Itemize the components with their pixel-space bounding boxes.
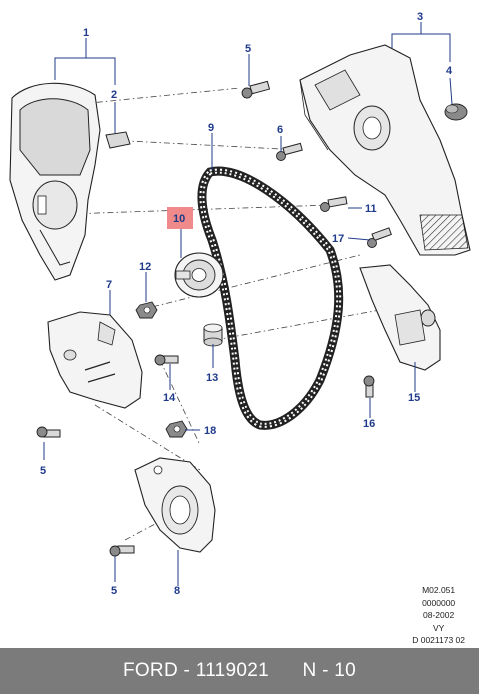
part-5-bolt-left	[36, 426, 61, 438]
callout-3: 3	[417, 11, 423, 23]
callout-10-highlight	[167, 207, 193, 229]
exploded-parts-diagram: 1 2 3 4 5 6 9 11 17 10 12 7 13 14 18 15 …	[9, 11, 471, 597]
callout-8: 8	[174, 585, 180, 597]
callout-12: 12	[139, 261, 151, 273]
part-1-upper-timing-cover	[9, 82, 101, 281]
part-11-bolt	[320, 196, 348, 212]
ref-line-4: VY	[432, 622, 445, 633]
leader-lines	[43, 22, 453, 586]
part-15-bracket	[359, 264, 441, 371]
part-8-backing-plate	[134, 457, 216, 553]
callout-18: 18	[204, 425, 216, 437]
part-10-tensioner-pulley	[174, 252, 224, 298]
part-9-timing-belt	[197, 166, 344, 430]
part-7-middle-cover	[47, 311, 143, 409]
footer-separator: -	[177, 660, 196, 681]
part-5-bolt-bottom	[109, 545, 135, 557]
footer-gap	[269, 660, 302, 682]
part-13-idler-roller	[203, 323, 223, 347]
footer-brand: FORD	[122, 660, 178, 681]
callout-5-left: 5	[40, 465, 46, 477]
part-2-clip	[105, 131, 131, 149]
ref-line-3: 08-2002	[423, 610, 455, 620]
ref-line-1: M02.051	[422, 585, 456, 595]
ref-line-2: 0000000	[422, 597, 456, 608]
drawing-reference-block: M02.051 0000000 08-2002 VY D 0021173 02	[412, 584, 465, 647]
callout-11: 11	[365, 203, 377, 215]
callout-15: 15	[408, 392, 420, 404]
part-14-bolt	[154, 354, 179, 366]
footer-position: N - 10	[302, 660, 357, 681]
part-4-plug	[444, 103, 468, 121]
footer-part-number: 1119021	[195, 660, 270, 681]
part-12-nut	[135, 301, 158, 319]
callout-10: 10	[173, 213, 185, 225]
callout-17: 17	[332, 233, 344, 245]
footer-bar: FORD - 1119021 N - 10	[0, 648, 479, 694]
callout-13: 13	[206, 372, 218, 384]
callout-1: 1	[83, 27, 89, 39]
part-3-rear-cover	[299, 44, 471, 256]
callout-16: 16	[363, 418, 375, 430]
callout-2: 2	[111, 89, 117, 101]
ref-line-5: D 0021173 02	[412, 635, 465, 645]
callout-6: 6	[277, 124, 283, 136]
part-5-bolt-top	[241, 80, 271, 99]
callout-5-top: 5	[245, 43, 251, 55]
callout-14: 14	[163, 392, 176, 404]
part-16-bolt	[363, 375, 375, 398]
part-18-nut	[165, 420, 188, 438]
callout-5-bottom: 5	[111, 585, 117, 597]
callout-labels: 1 2 3 4 5 6 9 11 17 10 12 7 13 14 18 15 …	[40, 11, 453, 597]
part-17-bolt	[367, 227, 392, 248]
callout-7: 7	[106, 279, 112, 291]
part-6-stud	[276, 142, 303, 161]
callout-9: 9	[208, 122, 214, 134]
callout-4: 4	[446, 65, 453, 77]
